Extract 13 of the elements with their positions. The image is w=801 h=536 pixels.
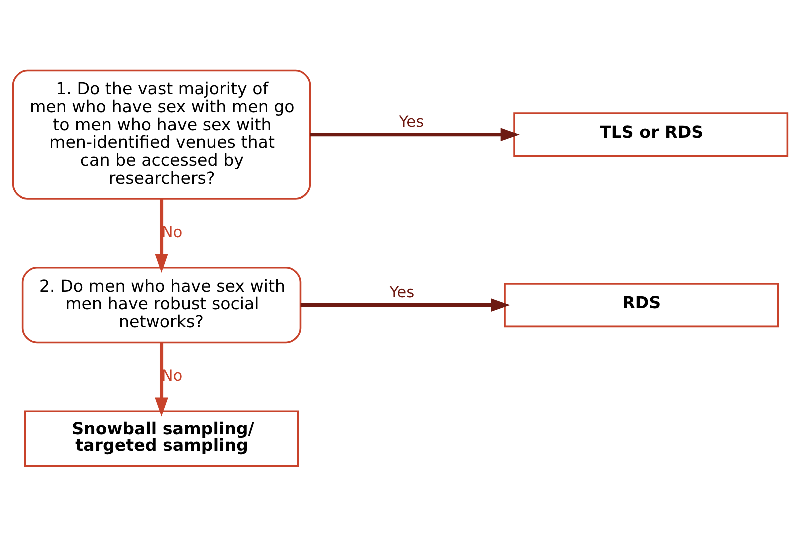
- arrow: [155, 342, 168, 416]
- edge-label: Yes: [390, 282, 415, 301]
- node-box: 2. Do men who have sex with men have robust social networks?: [22, 266, 302, 344]
- edge-label: Yes: [399, 112, 424, 131]
- edge-label: No: [162, 223, 183, 241]
- arrow: [300, 298, 510, 312]
- node-box: Snowball sampling/ targeted sampling: [24, 410, 300, 467]
- node-box: RDS: [504, 282, 780, 328]
- arrow: [155, 198, 168, 272]
- edge-label: No: [162, 366, 183, 385]
- node-box: TLS or RDS: [514, 112, 789, 157]
- arrow: [310, 128, 520, 142]
- node-box: 1. Do the vast majority of men who have sex with men go to men who have sex with men-identified venues that can be accessed by researchers?: [12, 69, 312, 200]
